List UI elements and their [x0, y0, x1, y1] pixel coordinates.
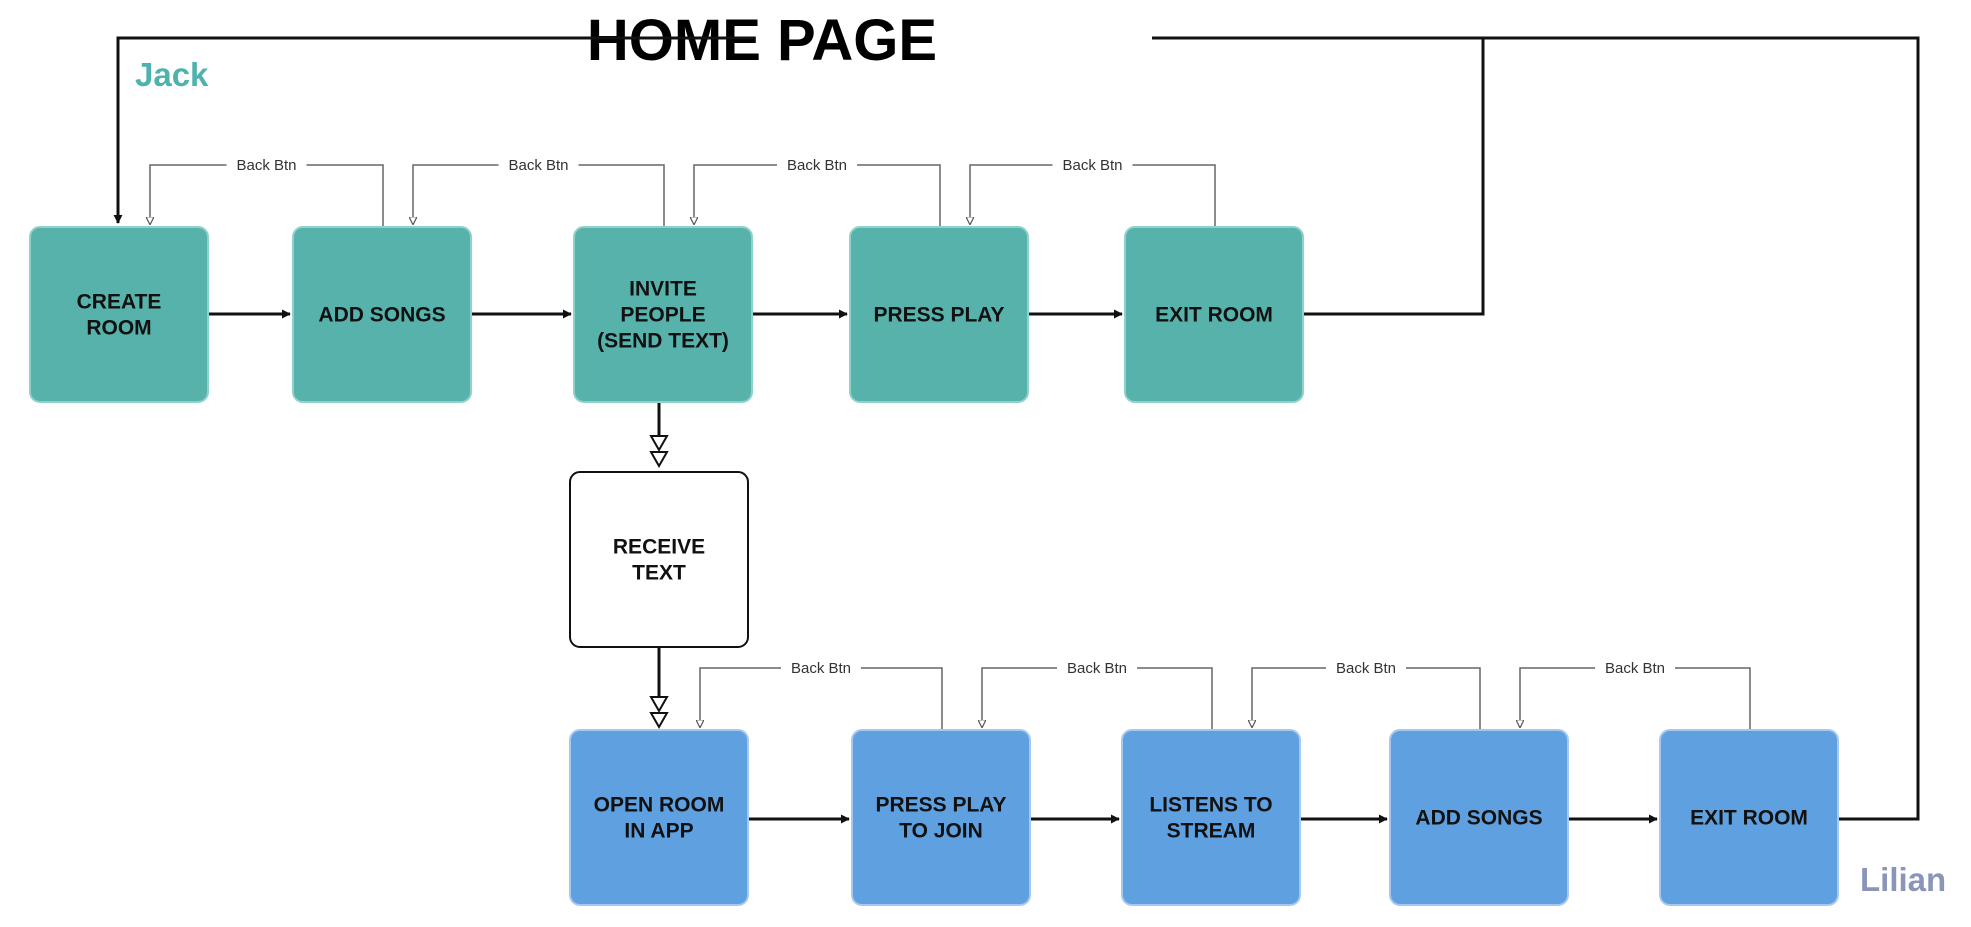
jack-step-2-shape	[292, 226, 472, 403]
lilian-step-5-label-line: EXIT ROOM	[1690, 807, 1808, 830]
double-arrowhead-mark	[649, 435, 669, 453]
jack-back-connector	[413, 164, 665, 227]
back-button-label: Back Btn	[1605, 660, 1665, 677]
receive-text-step-label-line: TEXT	[632, 562, 686, 585]
back-label-bg	[777, 154, 857, 174]
jack-step-3-shape	[573, 226, 753, 403]
receive-flow: RECEIVE TEXT	[569, 471, 749, 648]
receive-text-step[interactable]: RECEIVE TEXT	[569, 471, 749, 648]
back-button-label: Back Btn	[787, 157, 847, 174]
lilian-step-2-label-line: PRESS PLAY	[875, 794, 1006, 817]
jack-step-3-label-line: (SEND TEXT)	[597, 330, 729, 353]
jack-step-3-label-line: INVITE	[629, 278, 697, 301]
lilian-back-connector	[982, 667, 1213, 730]
lilian-step-3[interactable]: LISTENS TO STREAM	[1121, 729, 1301, 906]
jack-exit-to-home-connector	[1303, 38, 1485, 316]
lilian-step-1[interactable]: OPEN ROOM IN APP	[569, 729, 749, 906]
lilian-step-1-label-line: OPEN ROOM	[594, 794, 725, 817]
home-to-create-room-connector	[113, 36, 755, 224]
lilian-back-connector	[1520, 667, 1751, 730]
back-button-label: Back Btn	[1067, 660, 1127, 677]
jack-step-5-label-line: EXIT ROOM	[1155, 304, 1273, 327]
persona-label-jack: Jack	[135, 56, 209, 93]
lilian-step-2-label-line: TO JOIN	[899, 820, 983, 843]
lilian-step-2[interactable]: PRESS PLAY TO JOIN	[851, 729, 1031, 906]
back-label-bg	[498, 154, 579, 174]
jack-step-4[interactable]: PRESS PLAY	[849, 226, 1029, 403]
back-button-label: Back Btn	[1062, 157, 1122, 174]
lilian-back-connector	[700, 667, 943, 730]
lilian-step-3-shape	[1121, 729, 1301, 906]
persona-label-lilian: Lilian	[1860, 861, 1946, 898]
lilian-step-4[interactable]: ADD SONGS	[1389, 729, 1569, 906]
back-button-label: Back Btn	[508, 157, 568, 174]
lilian-step-2-shape	[851, 729, 1031, 906]
jack-step-4-label-line: PRESS PLAY	[873, 304, 1004, 327]
receive-text-step-shape	[569, 471, 749, 648]
receive-text-step-label-line: RECEIVE	[613, 536, 705, 559]
back-label-bg	[1052, 154, 1133, 174]
lilian-step-5[interactable]: EXIT ROOM	[1659, 729, 1839, 906]
jack-step-1-label-line: CREATE	[77, 291, 162, 314]
jack-step-3-label-line: PEOPLE	[620, 304, 705, 327]
back-label-bg	[1595, 657, 1675, 677]
jack-step-1-shape	[29, 226, 209, 403]
jack-flow: CREATE ROOM ADD SONGS INVITE PEOPLE (SEND TEX…	[29, 226, 1304, 403]
back-button-label: Back Btn	[1336, 660, 1396, 677]
back-button-label: Back Btn	[791, 660, 851, 677]
lilian-back-connector	[1252, 667, 1481, 730]
back-label-bg	[226, 154, 307, 174]
jack-step-5[interactable]: EXIT ROOM	[1124, 226, 1304, 403]
jack-step-1-label-line: ROOM	[86, 317, 151, 340]
back-label-bg	[1326, 657, 1406, 677]
lilian-flow: OPEN ROOM IN APP PRESS PLAY TO JOIN LISTENS …	[569, 729, 1839, 906]
lilian-exit-to-home-connector	[1152, 36, 1920, 821]
jack-step-1[interactable]: CREATE ROOM	[29, 226, 209, 403]
lilian-step-1-shape	[569, 729, 749, 906]
lilian-step-4-shape	[1389, 729, 1569, 906]
jack-step-2[interactable]: ADD SONGS	[292, 226, 472, 403]
jack-step-5-shape	[1124, 226, 1304, 403]
home-page-title: HOME PAGE	[587, 8, 937, 73]
back-button-label: Back Btn	[236, 157, 296, 174]
back-label-bg	[781, 657, 861, 677]
lilian-step-3-label-line: LISTENS TO	[1149, 794, 1272, 817]
lilian-step-3-label-line: STREAM	[1167, 820, 1256, 843]
jack-step-4-shape	[849, 226, 1029, 403]
lilian-step-1-label-line: IN APP	[624, 820, 693, 843]
lilian-step-4-label-line: ADD SONGS	[1415, 807, 1542, 830]
jack-step-2-label-line: ADD SONGS	[318, 304, 445, 327]
jack-back-connector	[150, 164, 384, 227]
double-arrowhead-mark	[649, 451, 669, 469]
back-label-bg	[1057, 657, 1137, 677]
jack-back-connector	[970, 164, 1216, 227]
double-arrowhead-mark	[649, 712, 669, 730]
double-arrowhead-mark	[649, 696, 669, 714]
lilian-step-5-shape	[1659, 729, 1839, 906]
jack-step-3[interactable]: INVITE PEOPLE (SEND TEXT)	[573, 226, 753, 403]
jack-back-connector	[694, 164, 941, 227]
